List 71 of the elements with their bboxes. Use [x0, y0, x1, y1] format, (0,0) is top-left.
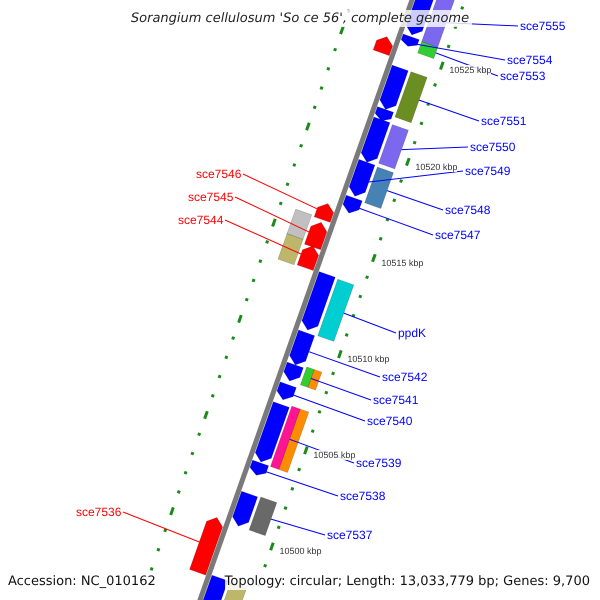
gene-block [302, 271, 336, 330]
gene-label: sce7536 [76, 505, 122, 519]
gene-block [378, 124, 409, 170]
gene-label: sce7544 [178, 213, 224, 227]
gene-block [250, 460, 269, 476]
gene-label: sce7553 [500, 69, 546, 83]
gene-block [372, 36, 393, 56]
gene-block [380, 64, 409, 110]
gene-label: sce7546 [196, 167, 242, 181]
gene-block [189, 517, 223, 576]
gene-block [278, 408, 310, 473]
leader-line [270, 518, 326, 536]
gene-block [232, 490, 258, 526]
leader-line [122, 512, 200, 542]
gene-block [248, 496, 278, 536]
gene-block [364, 166, 394, 209]
gene-block [317, 278, 354, 342]
leader-line [386, 190, 444, 210]
tick-label: 10510 kbp [347, 354, 390, 364]
leader-line [234, 196, 310, 232]
genome-summary: Topology: circular; Length: 13,033,779 bp; Genes: 9,700 [224, 574, 590, 590]
gene-label: sce7545 [188, 190, 234, 204]
gene-label: sce7540 [367, 414, 412, 428]
leader-line [224, 220, 302, 254]
gene-label: sce7549 [465, 164, 510, 178]
leader-line [310, 378, 372, 400]
gene-label: sce7538 [340, 489, 386, 503]
accession-text: Accession: NC_010162 [8, 574, 156, 590]
gene-block [400, 34, 420, 47]
tick-label: 10515 kbp [381, 258, 424, 268]
gene-block [276, 382, 297, 400]
gene-label: sce7554 [507, 53, 552, 67]
gene-block [283, 362, 304, 382]
gene-block [278, 233, 304, 266]
gene-label: sce7550 [470, 140, 516, 154]
gene-block [394, 71, 428, 124]
tick-label: 10520 kbp [415, 162, 458, 172]
leader-line [418, 100, 480, 122]
leader-line [417, 44, 506, 60]
gene-label: sce7551 [481, 114, 526, 128]
gene-block [308, 369, 322, 390]
tick-label: 10525 kbp [449, 65, 492, 76]
gene-label: sce7537 [327, 528, 372, 542]
gene-label: sce7542 [382, 370, 428, 384]
gene-block [314, 203, 334, 223]
gene-block [304, 222, 328, 250]
leader-line [401, 146, 468, 150]
gene-label: sce7541 [373, 393, 418, 407]
gene-block [342, 194, 363, 214]
leader-line [368, 170, 464, 182]
gene-block [286, 208, 312, 240]
gene-block [270, 406, 301, 470]
leader-line [242, 174, 318, 210]
leader-line [343, 312, 396, 334]
gene-block [300, 366, 315, 388]
gene-label: sce7547 [435, 228, 480, 242]
gene-block [374, 106, 394, 122]
gene-block [296, 246, 319, 271]
leader-line [308, 351, 380, 378]
gene-label: sce7539 [356, 456, 402, 470]
leader-line [293, 394, 366, 422]
gene-label: ppdK [398, 326, 426, 340]
title: Sorangium cellulosum 'So ce 56', complete genome [128, 10, 472, 27]
gene-block [254, 401, 290, 462]
tick-label: 10500 kbp [280, 546, 322, 556]
gene-block [417, 41, 438, 59]
leader-line [266, 471, 338, 496]
tick-label: 10505 kbp [313, 450, 356, 460]
gene-label: sce7548 [445, 203, 490, 217]
leader-line [359, 208, 434, 236]
gene-label: sce7555 [520, 19, 566, 33]
